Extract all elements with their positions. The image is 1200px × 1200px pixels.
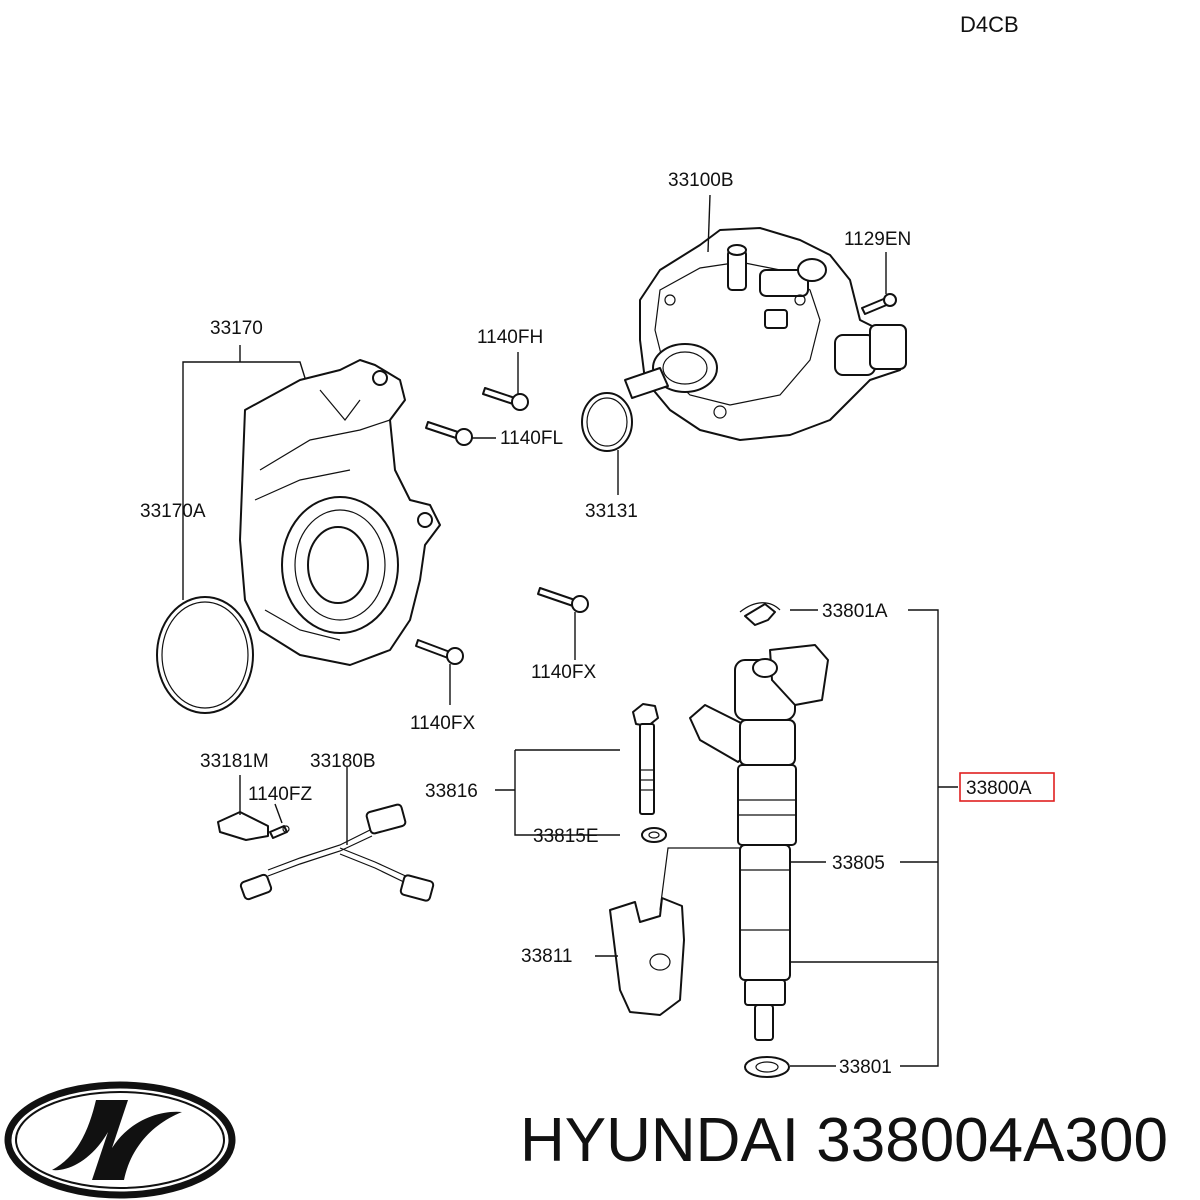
bolt-1140FL (425, 421, 496, 446)
o-ring-33131 (581, 392, 633, 495)
label-33801A: 33801A (822, 601, 888, 622)
injector-clamp (595, 847, 745, 1016)
pump-cover (182, 359, 441, 666)
injector-assembly (689, 602, 829, 1041)
label-1140FX-a: 1140FX (531, 662, 596, 683)
label-33170: 33170 (210, 318, 263, 339)
label-33181M: 33181M (200, 751, 269, 772)
footer-part-number: HYUNDAI 338004A300 (520, 1106, 1168, 1175)
label-1129EN: 1129EN (844, 229, 911, 250)
o-ring-33170A (156, 596, 254, 714)
hyundai-logo-icon (4, 1081, 236, 1199)
bolt-33816 (632, 703, 659, 815)
label-33170A: 33170A (140, 501, 206, 522)
label-33800A: 33800A (966, 778, 1032, 799)
label-1140FZ: 1140FZ (248, 784, 312, 805)
label-33131: 33131 (585, 501, 638, 522)
bolt-1140FX-b (415, 639, 464, 705)
label-33801: 33801 (839, 1057, 892, 1078)
bolt-1140FH (482, 352, 529, 411)
label-33180B: 33180B (310, 751, 376, 772)
label-33811: 33811 (521, 946, 572, 967)
label-33815E: 33815E (533, 826, 599, 847)
label-33805: 33805 (832, 853, 885, 874)
bracket-33800A (900, 609, 939, 1067)
label-1140FX-b: 1140FX (410, 713, 475, 734)
wire-harness (217, 767, 435, 902)
seal-33801 (744, 1056, 790, 1078)
label-33816: 33816 (425, 781, 478, 802)
highlight-box (959, 772, 1055, 802)
high-pressure-pump (624, 194, 907, 441)
label-1140FH: 1140FH (477, 327, 543, 348)
diagram-code: D4CB (960, 12, 1019, 37)
label-1140FL: 1140FL (500, 428, 563, 449)
label-33100B: 33100B (668, 170, 734, 191)
bolt-1140FX-a (537, 587, 589, 660)
washer-33815E (641, 827, 667, 843)
bolt-1129EN (861, 252, 897, 315)
bracket-33816 (514, 750, 620, 836)
